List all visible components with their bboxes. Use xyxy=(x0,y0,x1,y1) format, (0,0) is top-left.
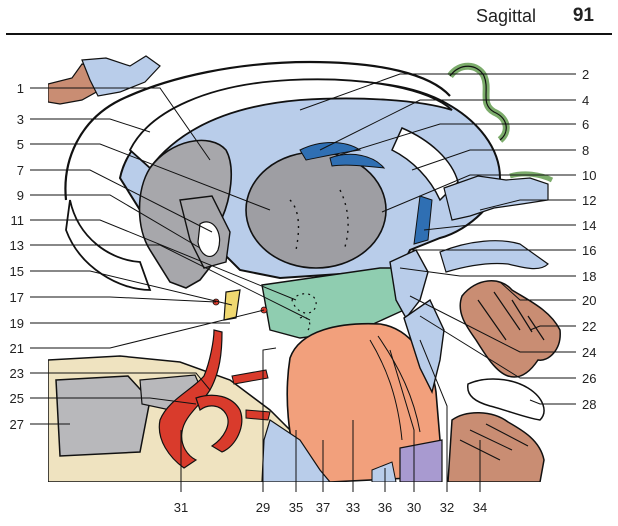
callout-label-30: 30 xyxy=(407,500,421,515)
callout-label-7: 7 xyxy=(17,163,24,178)
callout-label-11: 11 xyxy=(11,213,25,228)
header-divider xyxy=(6,33,612,35)
callout-label-22: 22 xyxy=(582,319,596,334)
callout-label-8: 8 xyxy=(582,143,589,158)
vessel-red-3 xyxy=(231,369,269,385)
callout-label-14: 14 xyxy=(582,218,596,233)
callout-label-12: 12 xyxy=(582,193,596,208)
section-title: Sagittal xyxy=(475,6,536,26)
callout-label-6: 6 xyxy=(582,117,589,132)
callout-label-2: 2 xyxy=(582,67,589,82)
callout-label-9: 9 xyxy=(17,188,24,203)
interventricular-foramen xyxy=(197,221,221,258)
callout-label-3: 3 xyxy=(17,112,24,127)
choroid-plexus-3 xyxy=(413,195,433,245)
medulla-purple xyxy=(399,439,443,482)
anatomy-illustration xyxy=(48,55,561,482)
vessel-red-4 xyxy=(245,409,271,421)
cerebellum-brown xyxy=(459,280,561,378)
cerebellum-lower xyxy=(447,412,545,482)
page-header: Sagittal 91 xyxy=(0,0,618,36)
callout-label-32: 32 xyxy=(440,500,454,515)
right-leader-lines xyxy=(299,73,576,405)
thalamus-dots xyxy=(289,189,349,251)
callout-label-34: 34 xyxy=(473,500,487,515)
fourth-ventricle xyxy=(403,298,445,395)
callout-label-35: 35 xyxy=(289,500,303,515)
vessel-green-outline-inner xyxy=(449,65,507,141)
callout-label-28: 28 xyxy=(582,397,596,412)
left-leader-lines xyxy=(30,87,311,425)
callout-label-24: 24 xyxy=(582,345,596,360)
tonsil-white xyxy=(467,378,545,421)
corpus-callosum-white xyxy=(128,78,453,170)
callout-label-10: 10 xyxy=(582,168,596,183)
callout-label-19: 19 xyxy=(10,316,24,331)
callout-label-21: 21 xyxy=(10,341,24,356)
cerebellum-folia xyxy=(477,291,545,341)
pons-fibers xyxy=(369,335,421,441)
callout-label-16: 16 xyxy=(582,243,596,258)
cistern-right xyxy=(371,461,397,482)
callout-label-33: 33 xyxy=(346,500,360,515)
mammillary-dots xyxy=(291,293,317,333)
callout-label-37: 37 xyxy=(316,500,330,515)
choroid-plexus xyxy=(299,142,362,161)
callout-label-31: 31 xyxy=(174,500,188,515)
callout-label-1: 1 xyxy=(17,81,24,96)
callout-label-4: 4 xyxy=(582,93,589,108)
bone-gray-block xyxy=(55,375,151,457)
bottom-labels: 31 29 35 37 33 36 30 32 34 xyxy=(174,500,487,515)
callout-label-17: 17 xyxy=(10,290,24,305)
callout-label-29: 29 xyxy=(256,500,270,515)
sinus-blue-upper xyxy=(443,175,549,221)
callout-label-5: 5 xyxy=(17,137,24,152)
midbrain-green xyxy=(261,267,405,339)
callout-label-27: 27 xyxy=(10,417,24,432)
thalamus xyxy=(245,151,387,269)
callout-label-25: 25 xyxy=(10,391,24,406)
callout-label-15: 15 xyxy=(10,264,24,279)
callout-label-36: 36 xyxy=(378,500,392,515)
lower-left-white xyxy=(65,199,152,291)
choroid-plexus-2 xyxy=(329,153,386,169)
page-number: 91 xyxy=(572,5,594,26)
callout-label-26: 26 xyxy=(582,371,596,386)
callout-label-20: 20 xyxy=(582,293,596,308)
straight-sinus-blue xyxy=(439,240,549,273)
vessel-red-2 xyxy=(195,394,243,453)
bottom-leader-lines xyxy=(180,339,481,492)
callout-label-23: 23 xyxy=(10,366,24,381)
callout-label-13: 13 xyxy=(10,238,24,253)
callout-label-18: 18 xyxy=(582,269,596,284)
cortex-outline xyxy=(64,60,451,201)
